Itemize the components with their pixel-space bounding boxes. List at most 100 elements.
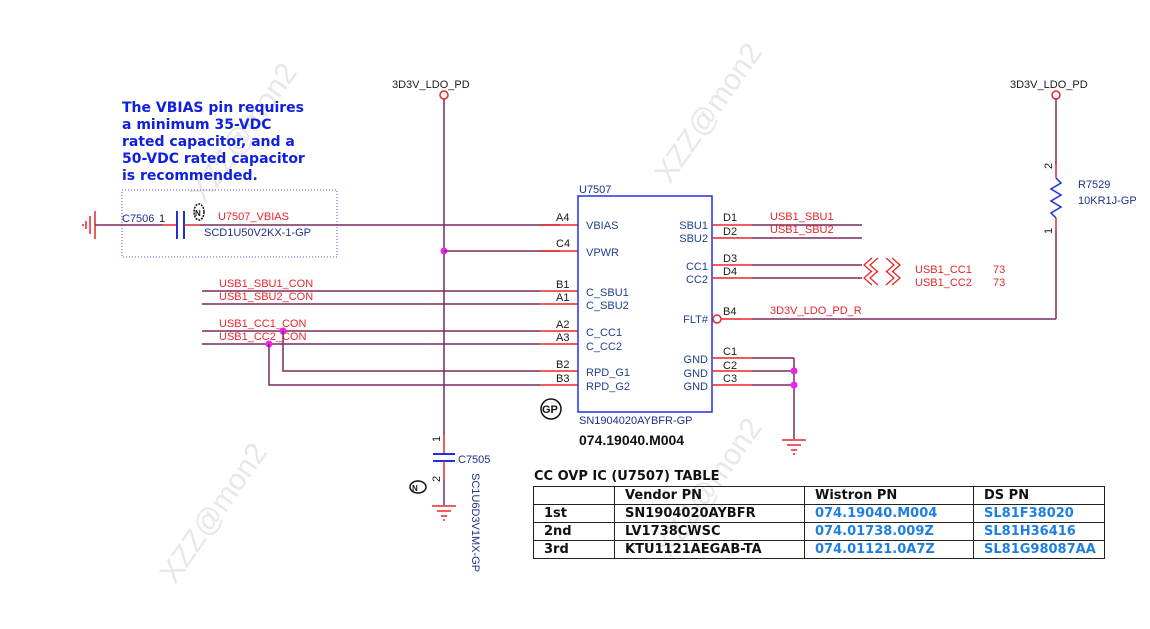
svg-text:GP: GP: [542, 404, 558, 416]
net-usb1-sbu2-con: USB1_SBU2_CON: [219, 291, 313, 303]
pin-name: SBU1: [679, 220, 708, 232]
table-row: 2nd LV1738CWSC 074.01738.009Z SL81H36416: [533, 522, 1105, 541]
pin-name: RPD_G2: [586, 381, 630, 393]
pin-name: C_SBU2: [586, 300, 629, 312]
capacitor-c7506[interactable]: [176, 211, 185, 239]
header-cell: Wistron PN: [804, 486, 974, 505]
c7506-pin1: 1: [159, 213, 165, 225]
pin-number: D1: [723, 212, 737, 224]
marker-icon: N: [193, 203, 205, 221]
r7529-part: 10KR1J-GP: [1078, 195, 1137, 207]
net-usb1-sbu2: USB1_SBU2: [770, 224, 834, 236]
r7529-pin2: 2: [1043, 163, 1055, 169]
ground-symbol-u7507: [782, 439, 806, 455]
net-usb1-cc1: USB1_CC1: [915, 264, 972, 276]
svg-text:N: N: [195, 209, 201, 218]
c7505-pin1: 1: [431, 436, 443, 442]
pin-number: B3: [556, 373, 569, 385]
vendor-table: Vendor PN Wistron PN DS PN 1st SN1904020…: [533, 486, 1105, 559]
net-3d3v-ldo-pd-r: 3D3V_LDO_PD_R: [770, 305, 862, 317]
vendor-pn-cell: SN1904020AYBFR: [614, 504, 805, 523]
resistor-r7529[interactable]: [1049, 177, 1063, 219]
note-line: The VBIAS pin requires: [122, 100, 304, 116]
pin-number: A4: [556, 212, 569, 224]
r7529-pin1: 1: [1043, 228, 1055, 234]
c7505-ref: C7505: [458, 454, 490, 466]
pin-name: CC2: [686, 274, 708, 286]
vbias-note: The VBIAS pin requires a minimum 35-VDC …: [122, 100, 305, 184]
page-ref-cc2[interactable]: 73: [993, 277, 1005, 289]
ds-pn-cell: SL81G98087AA: [973, 540, 1105, 559]
flt-inversion-bubble: [712, 314, 722, 324]
pin-name: GND: [684, 381, 709, 393]
header-cell: [533, 486, 615, 505]
pin-number: B1: [556, 279, 569, 291]
power-rail-right-label: 3D3V_LDO_PD: [1010, 79, 1088, 91]
pin-name: C_SBU1: [586, 287, 629, 299]
note-line: is recommended.: [122, 168, 258, 184]
net-u7507-vbias: U7507_VBIAS: [218, 211, 289, 223]
ground-symbol-left: [82, 211, 96, 239]
net-usb1-cc2-con: USB1_CC2_CON: [219, 331, 306, 343]
pin-name: RPD_G1: [586, 367, 630, 379]
pin-name: VPWR: [586, 247, 619, 259]
r7529-ref: R7529: [1078, 179, 1110, 191]
rank-cell: 2nd: [533, 522, 615, 541]
pin-name: SBU2: [679, 233, 708, 245]
u7507-ref: U7507: [579, 184, 611, 196]
power-port-right: [1051, 90, 1061, 100]
ds-pn-cell: SL81H36416: [973, 522, 1105, 541]
pin-number: D3: [723, 253, 737, 265]
note-line: 50-VDC rated capacitor: [122, 151, 305, 167]
wistron-pn-cell: 074.01121.0A7Z: [804, 540, 974, 559]
pin-number: C3: [723, 373, 737, 385]
junction-dot: [790, 381, 798, 389]
pin-name: CC1: [686, 261, 708, 273]
wistron-pn-cell: 074.19040.M004: [804, 504, 974, 523]
ds-pn-cell: SL81F38020: [973, 504, 1105, 523]
ic-u7507[interactable]: [577, 195, 713, 413]
ground-symbol-c7505: [432, 505, 456, 521]
pin-name: VBIAS: [586, 220, 618, 232]
pin-number: D4: [723, 266, 737, 278]
gp-mark-icon: GP: [540, 398, 562, 420]
watermark: XZZ@mon2: [649, 37, 769, 189]
pin-number: C1: [723, 346, 737, 358]
net-usb1-sbu1-con: USB1_SBU1_CON: [219, 278, 313, 290]
net-usb1-cc1-con: USB1_CC1_CON: [219, 318, 306, 330]
table-header-row: Vendor PN Wistron PN DS PN: [533, 486, 1105, 505]
marker-icon: N: [409, 480, 427, 494]
pin-name: GND: [684, 354, 709, 366]
vendor-pn-cell: LV1738CWSC: [614, 522, 805, 541]
power-rail-left-label: 3D3V_LDO_PD: [392, 79, 470, 91]
header-cell: Vendor PN: [614, 486, 805, 505]
pin-number: A1: [556, 292, 569, 304]
header-cell: DS PN: [973, 486, 1105, 505]
wistron-pn-cell: 074.01738.009Z: [804, 522, 974, 541]
pin-name: C_CC2: [586, 341, 622, 353]
rank-cell: 1st: [533, 504, 615, 523]
off-page-connector-cc2[interactable]: [863, 270, 901, 286]
pin-name: GND: [684, 368, 709, 380]
net-usb1-sbu1: USB1_SBU1: [770, 211, 834, 223]
note-line: a minimum 35-VDC: [122, 117, 272, 133]
pin-name: C_CC1: [586, 327, 622, 339]
c7506-ref: C7506: [122, 213, 154, 225]
pin-number: D2: [723, 226, 737, 238]
pin-number: C4: [556, 238, 570, 250]
capacitor-c7505[interactable]: [433, 453, 455, 462]
u7507-part: SN1904020AYBFR-GP: [579, 415, 693, 427]
svg-text:N: N: [412, 484, 418, 493]
pin-number: C2: [723, 360, 737, 372]
pin-number: A3: [556, 332, 569, 344]
off-page-connector-cc1[interactable]: [863, 257, 901, 273]
pin-number: B2: [556, 359, 569, 371]
note-line: rated capacitor, and a: [122, 134, 295, 150]
table-row: 3rd KTU1121AEGAB-TA 074.01121.0A7Z SL81G…: [533, 540, 1105, 559]
u7507-pn: 074.19040.M004: [579, 432, 684, 448]
net-usb1-cc2: USB1_CC2: [915, 277, 972, 289]
pin-name: FLT#: [683, 314, 709, 326]
vendor-pn-cell: KTU1121AEGAB-TA: [614, 540, 805, 559]
page-ref-cc1[interactable]: 73: [993, 264, 1005, 276]
c7505-part: SC1U6D3V1MX-GP: [469, 473, 481, 572]
